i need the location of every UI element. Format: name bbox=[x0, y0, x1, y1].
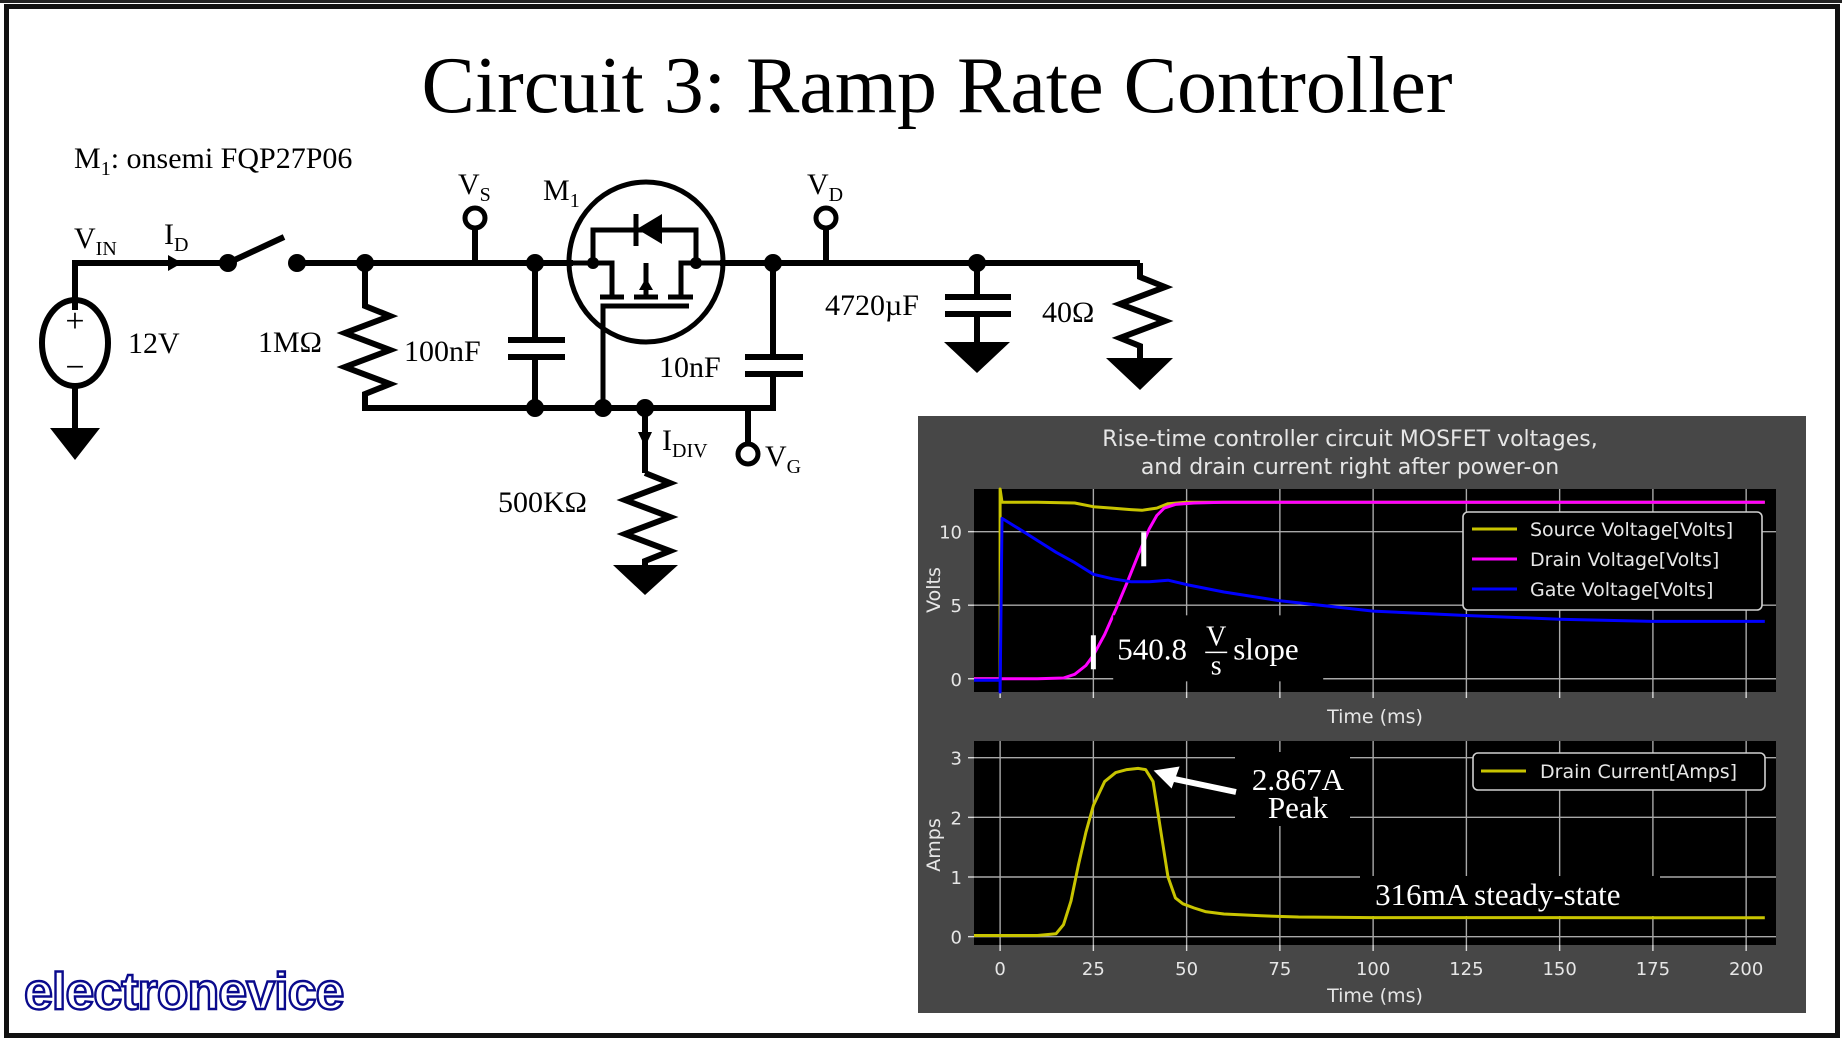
idiv-label: IDIV bbox=[662, 424, 708, 462]
minus-sign: − bbox=[65, 349, 84, 386]
chart-panel: Rise-time controller circuit MOSFET volt… bbox=[918, 416, 1806, 1013]
series-line-drain-voltage-volts bbox=[974, 500, 1765, 681]
power-switch bbox=[219, 234, 306, 272]
c2-label: 10nF bbox=[659, 351, 721, 384]
rload-label: 40Ω bbox=[1042, 296, 1094, 329]
vg-probe: VG bbox=[735, 408, 801, 478]
peak-label: Peak bbox=[1268, 790, 1329, 825]
arrow-head-icon bbox=[1153, 766, 1180, 789]
x-tick-label: 150 bbox=[1542, 959, 1576, 980]
slope-annotation-bg bbox=[1113, 615, 1324, 682]
voltage-source-12v: + − 12V bbox=[39, 260, 225, 460]
resistor-500k: 500KΩ IDIV bbox=[498, 408, 708, 595]
page-title: Circuit 3: Ramp Rate Controller bbox=[422, 42, 1453, 130]
part-note: M1: onsemi FQP27P06 bbox=[74, 142, 352, 180]
chart-title-line-2: and drain current right after power-on bbox=[1141, 455, 1559, 480]
slide-frame bbox=[4, 4, 1840, 1038]
peak-annotation-bg bbox=[1235, 752, 1350, 826]
top-edge-line bbox=[0, 0, 1842, 3]
cload-label: 4720µF bbox=[825, 289, 919, 322]
ground-icon bbox=[944, 342, 1010, 373]
peak-arrow bbox=[1170, 775, 1237, 795]
peak-value: 2.867A bbox=[1252, 762, 1345, 797]
current-plot-xlabel: Time (ms) bbox=[1326, 985, 1423, 1007]
id-label: ID bbox=[164, 218, 188, 256]
plus-sign: + bbox=[65, 303, 84, 340]
capacitor-100nf: 100nF bbox=[404, 254, 565, 417]
y-tick-label: 0 bbox=[951, 670, 962, 691]
resistor-40ohm: 40Ω bbox=[1042, 263, 1174, 390]
vd-label: VD bbox=[807, 168, 843, 206]
x-tick-label: 125 bbox=[1449, 959, 1483, 980]
slope-unit-numerator: V bbox=[1206, 621, 1226, 652]
source-voltage-label: 12V bbox=[128, 327, 180, 360]
vd-probe: VD bbox=[807, 168, 843, 263]
x-tick-label: 75 bbox=[1268, 959, 1291, 980]
brand-logo: electronevice bbox=[24, 963, 343, 1021]
x-tick-label: 50 bbox=[1175, 959, 1198, 980]
vin-label: VIN bbox=[74, 222, 117, 260]
ground-icon bbox=[1106, 358, 1173, 390]
body-diode-icon bbox=[637, 214, 662, 244]
rdiv-label: 500KΩ bbox=[498, 486, 587, 519]
capacitor-10nf: 10nF bbox=[535, 254, 803, 411]
m1-label: M1 bbox=[543, 174, 580, 212]
r1-label: 1MΩ bbox=[258, 326, 322, 359]
current-legend: Drain Current[Amps] bbox=[1472, 752, 1766, 791]
legend-drain-current: Drain Current[Amps] bbox=[1540, 761, 1737, 783]
y-tick-label: 1 bbox=[951, 868, 962, 889]
steady-state-label: 316mA steady-state bbox=[1375, 877, 1620, 912]
x-tick-label: 200 bbox=[1729, 959, 1763, 980]
y-tick-label: 10 bbox=[939, 523, 962, 544]
circuit-schematic: + − 12V VIN ID 1MΩ VS bbox=[39, 168, 1174, 595]
volts-axis-label: Volts bbox=[923, 567, 945, 613]
y-tick-label: 5 bbox=[951, 596, 962, 617]
y-tick-label: 0 bbox=[951, 928, 962, 949]
voltage-legend: Source Voltage[Volts] Drain Voltage[Volt… bbox=[1462, 511, 1763, 611]
y-tick-label: 2 bbox=[951, 808, 962, 829]
current-arrow-icon bbox=[168, 255, 182, 271]
c1-label: 100nF bbox=[404, 335, 481, 368]
slope-value: 540.8 bbox=[1117, 631, 1187, 666]
resistor-1m: 1MΩ bbox=[258, 254, 535, 411]
series-line-gate-voltage-volts bbox=[974, 516, 1765, 694]
chart-title-line-1: Rise-time controller circuit MOSFET volt… bbox=[1102, 427, 1597, 452]
voltage-plot-xlabel: Time (ms) bbox=[1326, 706, 1423, 728]
ground-icon bbox=[613, 565, 678, 595]
vs-probe: VS bbox=[458, 168, 491, 263]
legend-drain-voltage: Drain Voltage[Volts] bbox=[1530, 549, 1719, 571]
x-tick-label: 100 bbox=[1356, 959, 1390, 980]
capacitor-4720uf: 4720µF bbox=[825, 254, 1011, 373]
amps-axis-label: Amps bbox=[923, 818, 945, 871]
legend-source-voltage: Source Voltage[Volts] bbox=[1530, 519, 1733, 541]
ground-icon bbox=[50, 428, 100, 460]
x-tick-label: 25 bbox=[1082, 959, 1105, 980]
series-line-drain-current-amps bbox=[974, 766, 1765, 937]
y-tick-label: 3 bbox=[951, 749, 962, 770]
x-tick-label: 0 bbox=[994, 959, 1005, 980]
steady-state-bg bbox=[1360, 876, 1660, 916]
legend-gate-voltage: Gate Voltage[Volts] bbox=[1530, 579, 1713, 601]
x-tick-label: 175 bbox=[1636, 959, 1670, 980]
slope-unit-denominator: s bbox=[1211, 650, 1222, 681]
slope-suffix: slope bbox=[1233, 631, 1298, 666]
idiv-arrow-icon bbox=[638, 432, 652, 447]
vg-label: VG bbox=[765, 440, 801, 478]
vs-label: VS bbox=[458, 168, 491, 206]
